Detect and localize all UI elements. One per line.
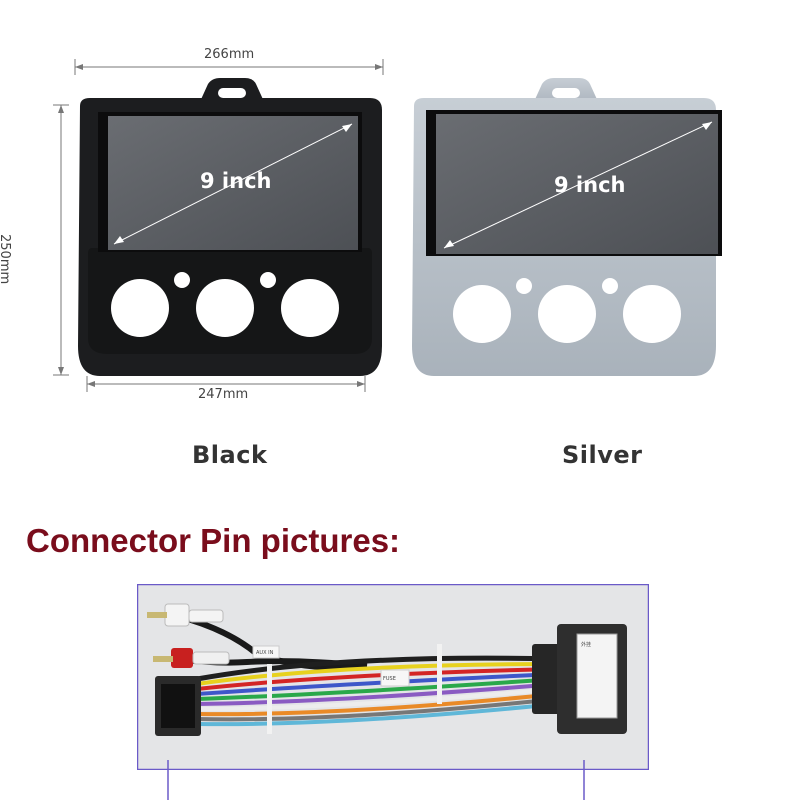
black-variant-label: Black	[192, 441, 268, 469]
black-vent-center	[196, 279, 254, 337]
silver-panel-screen	[436, 114, 718, 254]
callout-lines	[167, 760, 585, 800]
svg-text:AUX IN: AUX IN	[256, 650, 274, 656]
svg-text:FUSE: FUSE	[383, 676, 396, 682]
black-vent-right	[281, 279, 339, 337]
width-top-label: 266mm	[200, 47, 259, 62]
height-dimension-arrow	[53, 104, 69, 376]
connector-right: 外挂	[532, 624, 627, 734]
black-vent-left	[111, 279, 169, 337]
rca-plug-white	[147, 603, 224, 627]
silver-variant-label: Silver	[562, 441, 643, 469]
black-panel-screen	[108, 116, 358, 250]
silver-vent-left	[453, 285, 511, 343]
width-dimension-arrow-bottom	[86, 376, 366, 392]
height-label: 250mm	[0, 230, 12, 289]
silver-panel: 9 inch	[412, 78, 722, 376]
connector-left	[155, 676, 201, 736]
rca-plug-red	[153, 648, 230, 668]
harness-photo: AUX IN FUSE 外挂	[137, 584, 649, 770]
wire-bundle	[196, 655, 558, 727]
black-screen-size: 9 inch	[200, 169, 271, 193]
silver-vent-right	[623, 285, 681, 343]
width-bottom-label: 247mm	[194, 387, 253, 402]
silver-screen-size: 9 inch	[554, 173, 625, 197]
silver-vent-center	[538, 285, 596, 343]
connector-section-title: Connector Pin pictures:	[26, 522, 401, 559]
svg-text:外挂: 外挂	[581, 641, 591, 648]
black-panel: 9 inch	[78, 78, 382, 376]
width-dimension-arrow-top	[74, 59, 384, 75]
